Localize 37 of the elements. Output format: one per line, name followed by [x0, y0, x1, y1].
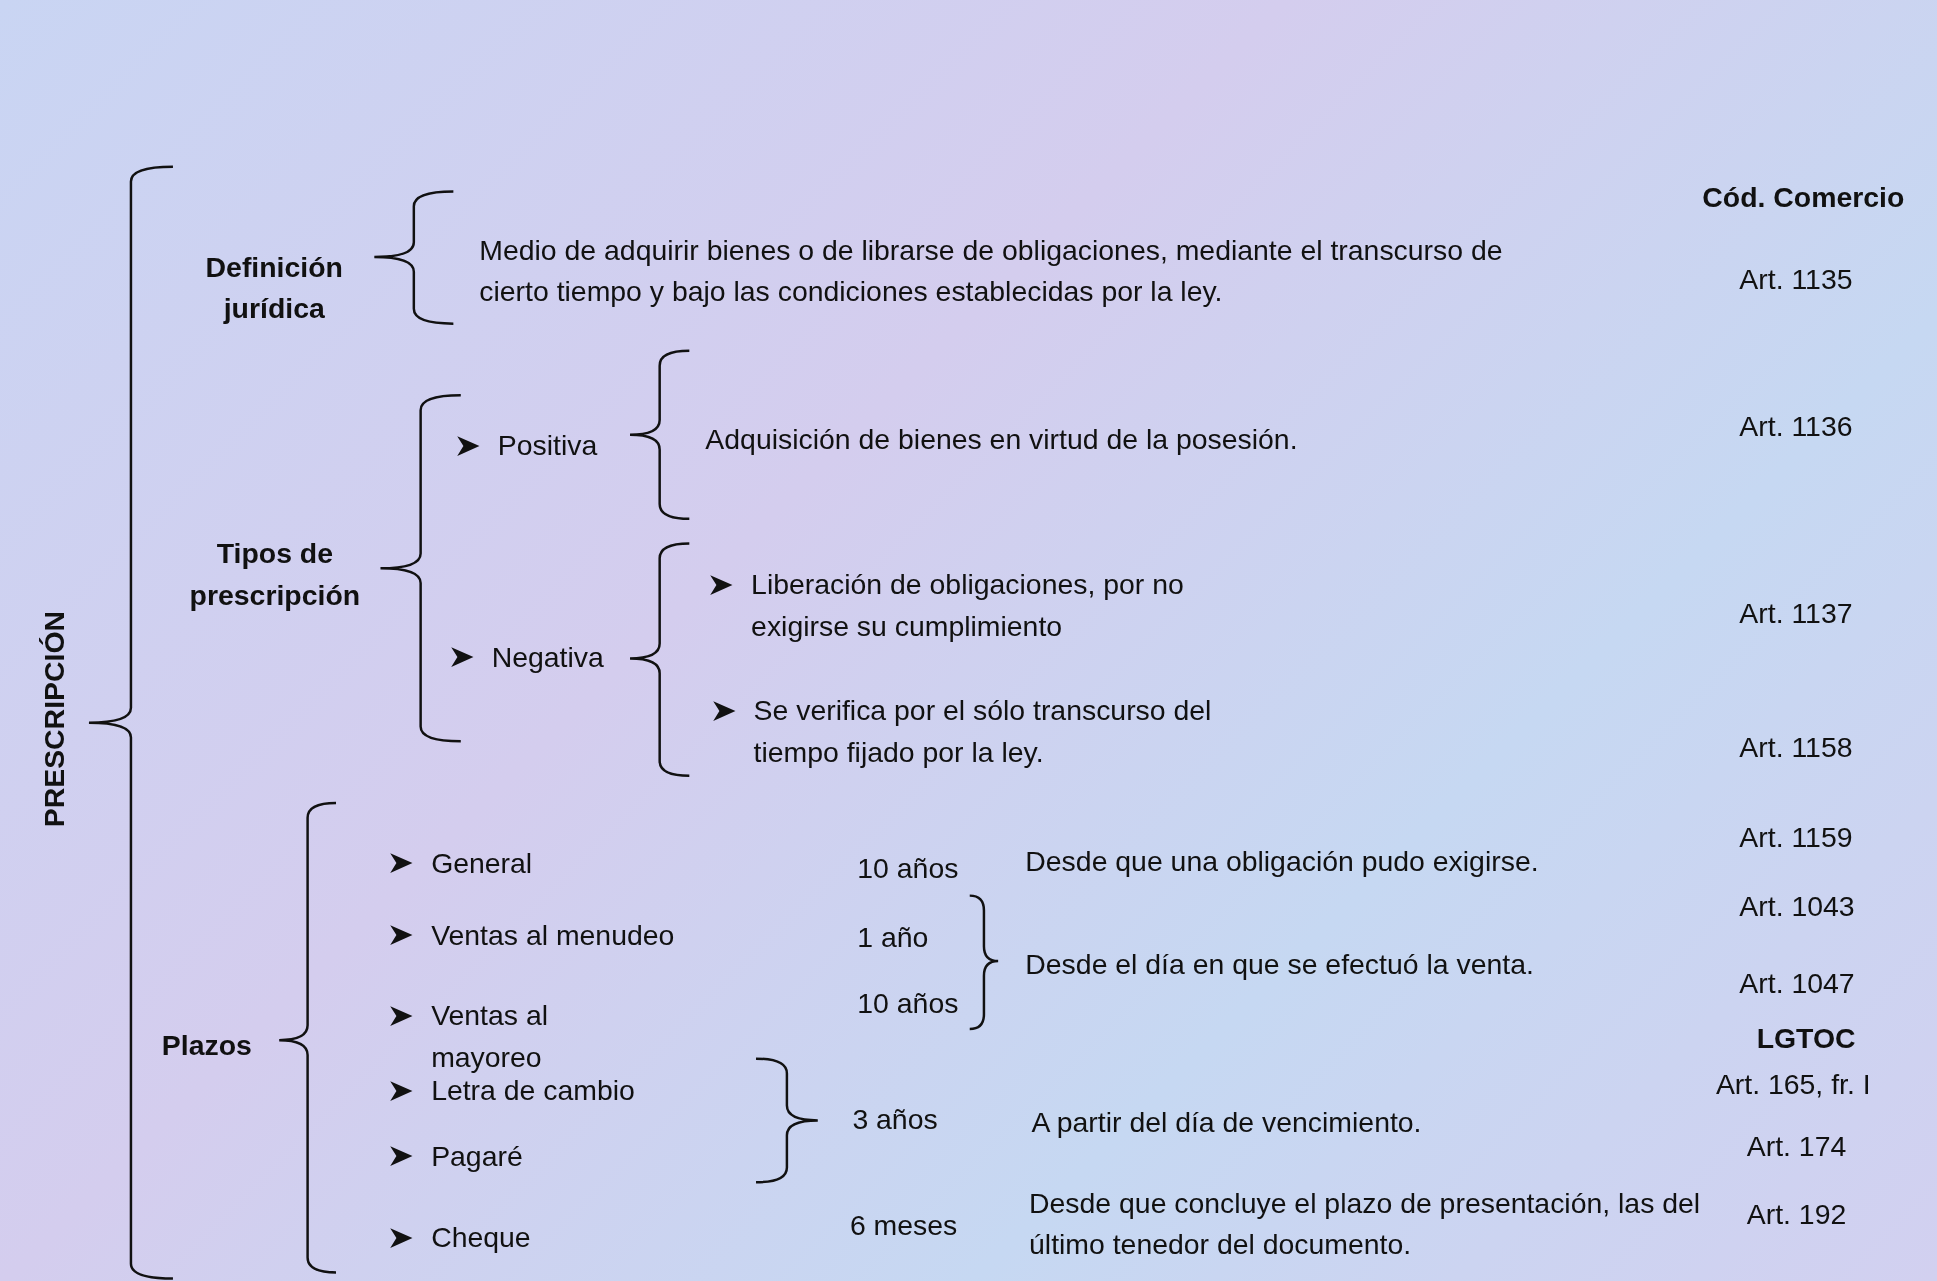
duration-label: 10 años: [857, 985, 959, 1021]
article-reference: Art. 1158: [1739, 729, 1853, 765]
article-reference: Art. 1159: [1739, 820, 1853, 856]
description-text: Desde que concluye el plazo de presentación, las del último tenedor del documento.: [1029, 1186, 1702, 1263]
definition-text: Medio de adquirir bienes o de librarse de obligaciones, mediante el transcurso de cierto tiempo y bajo las condiciones establecidas por la ley.: [479, 232, 1504, 309]
article-reference: Art. 174: [1746, 1128, 1847, 1164]
article-reference: Art. 1043: [1739, 889, 1855, 925]
duration-label: 3 años: [852, 1101, 938, 1137]
description-text: A partir del día de vencimiento.: [1031, 1105, 1422, 1141]
category-label: Plazos: [161, 1027, 252, 1063]
term-label: Cheque: [431, 1220, 531, 1256]
description-text: Se verifica por el sólo transcurso del tiempo fijado por la ley.: [753, 693, 1213, 770]
duration-label: 10 años: [857, 850, 959, 886]
duration-label: 1 año: [857, 920, 929, 956]
category-label: Tipos de prescripción: [188, 536, 362, 613]
title-text: PRESCRIPCIÓN: [37, 611, 72, 828]
description-text: Adquisición de bienes en virtud de la posesión.: [705, 422, 1298, 458]
column-heading: LGTOC: [1756, 1021, 1856, 1057]
term-label: General: [431, 846, 533, 881]
article-reference: Art. 1135: [1739, 261, 1853, 297]
term-label: Letra de cambio: [431, 1073, 635, 1109]
category-label: Definición jurídica: [204, 249, 344, 326]
article-reference: Art. 1136: [1739, 408, 1853, 444]
category-label: Negativa: [491, 639, 604, 675]
description-text: Liberación de obligaciones, por no exigirse su cumplimiento: [751, 567, 1185, 644]
term-label: Ventas al menudeo: [431, 917, 675, 953]
term-label: Pagaré: [431, 1138, 523, 1174]
category-label: Positiva: [497, 428, 598, 464]
description-text: Desde el día en que se efectuó la venta.: [1025, 947, 1534, 983]
term-label: Ventas al mayoreo: [431, 998, 549, 1075]
article-reference: Art. 1137: [1739, 596, 1853, 632]
duration-label: 6 meses: [849, 1207, 958, 1243]
article-reference: Art. 192: [1746, 1196, 1847, 1232]
column-heading: Cód. Comercio: [1702, 180, 1905, 216]
article-reference: Art. 1047: [1739, 965, 1855, 1001]
description-text: Desde que una obligación pudo exigirse.: [1025, 843, 1539, 879]
article-reference: Art. 165, fr. I: [1715, 1067, 1871, 1103]
